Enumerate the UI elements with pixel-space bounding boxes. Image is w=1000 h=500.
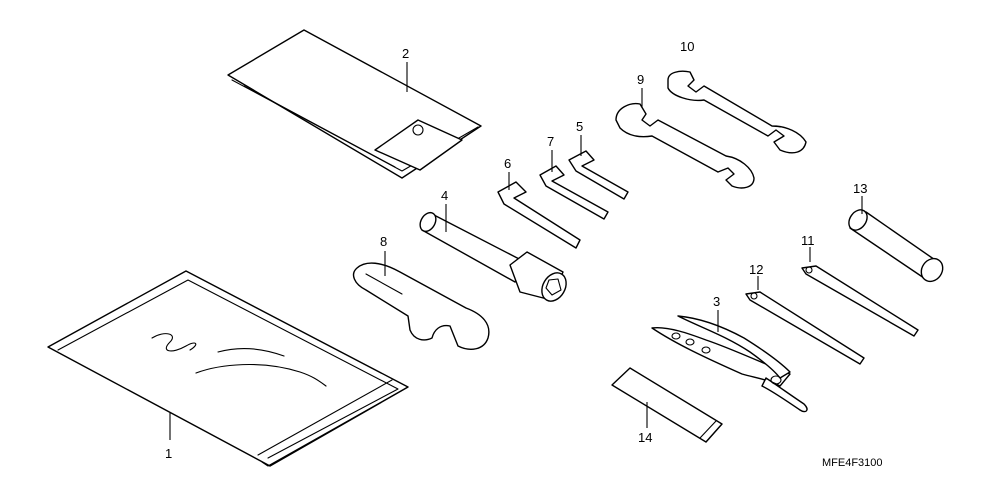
callout-4-label: 4 [441,188,448,203]
callout-12-label: 12 [749,262,763,277]
callout-6-label: 6 [504,156,511,171]
callout-7-label: 7 [547,134,554,149]
callout-14: 14 [638,402,652,445]
callout-2-label: 2 [402,46,409,61]
callout-2: 2 [402,46,409,92]
callout-1: 1 [165,413,172,461]
part-4-spark-plug-wrench [419,211,567,302]
part-14-fuse-holder [611,367,723,443]
callout-7: 7 [547,134,554,172]
part-5-hex-wrench [568,150,629,200]
callout-1-label: 1 [165,446,172,461]
callout-9-label: 9 [637,72,644,87]
callout-10: 10 [680,39,694,54]
callout-14-label: 14 [638,430,652,445]
callout-5: 5 [576,119,583,156]
part-6-hex-wrench [497,181,581,249]
part-11-screwdriver [801,265,919,337]
part-10-open-end-wrench [667,70,807,154]
callout-13: 13 [853,181,867,214]
part-2-tool-pouch [227,29,482,179]
callout-3-label: 3 [713,294,720,309]
callout-8-label: 8 [380,234,387,249]
part-7-hex-wrench [539,165,609,220]
callout-3: 3 [713,294,720,332]
callout-6: 6 [504,156,511,190]
part-1-tool-bag [47,270,409,467]
callout-8: 8 [380,234,387,276]
part-12-screwdriver [745,291,865,365]
diagram-code: MFE4F3100 [822,457,883,469]
callout-11: 11 [801,233,815,262]
part-13-screwdriver-grip [848,209,944,283]
callout-11-label: 11 [801,233,815,248]
part-3-pliers [651,315,808,413]
part-9-open-end-wrench [615,102,755,189]
callout-10-label: 10 [680,39,694,54]
callout-12: 12 [749,262,763,290]
callout-5-label: 5 [576,119,583,134]
part-8-pin-spanner [352,262,490,350]
callout-9: 9 [637,72,644,108]
callout-4: 4 [441,188,448,232]
callout-13-label: 13 [853,181,867,196]
